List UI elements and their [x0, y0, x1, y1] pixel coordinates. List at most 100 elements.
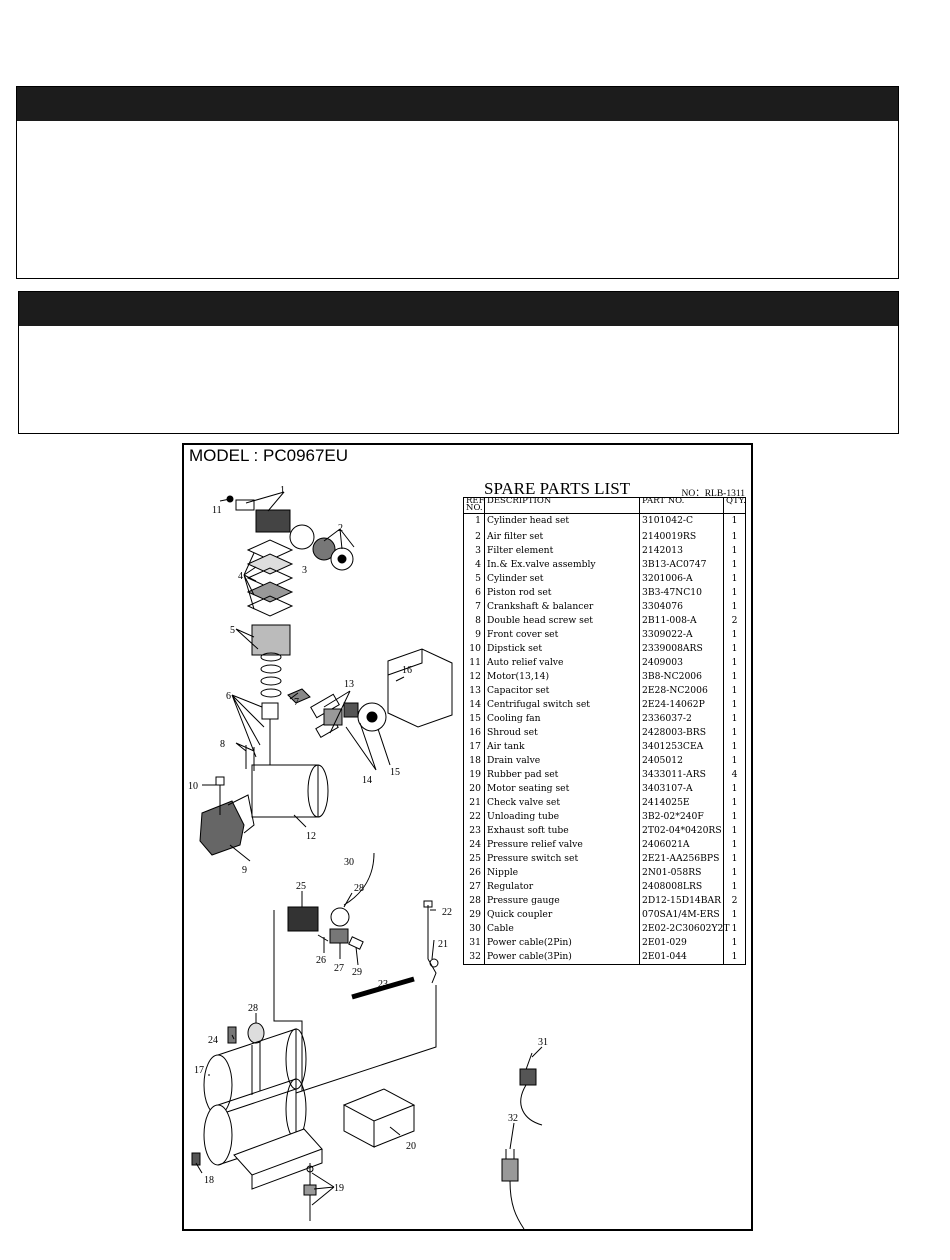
cell-description: Pressure gauge: [484, 894, 640, 908]
cell-part-no: 2428003-BRS: [639, 726, 724, 740]
cell-part-no: 2D12-15D14BAR: [639, 894, 724, 908]
callout-2: 2: [338, 523, 343, 534]
cell-part-no: 2409003: [639, 656, 724, 670]
callout-25: 25: [296, 881, 306, 892]
cell-ref: 17: [463, 740, 485, 754]
air-filter-shape: [289, 524, 315, 550]
pressure-switch-shape: [287, 906, 319, 932]
cell-ref: 16: [463, 726, 485, 740]
cell-ref: 24: [463, 838, 485, 852]
cell-qty: 1: [723, 670, 746, 684]
cell-part-no: 3433011-ARS: [639, 768, 724, 782]
cell-part-no: 2E01-044: [639, 950, 724, 965]
cell-ref: 3: [463, 544, 485, 558]
cell-part-no: 3304076: [639, 600, 724, 614]
callout-13: 13: [344, 679, 354, 690]
cell-description: Cylinder head set: [484, 513, 640, 528]
callout-10: 10: [188, 781, 198, 792]
callout-12: 12: [306, 831, 316, 842]
cell-description: Cooling fan: [484, 712, 640, 726]
callout-20: 20: [406, 1141, 416, 1152]
cell-description: Auto relief valve: [484, 656, 640, 670]
cell-part-no: 070SA1/4M-ERS: [639, 908, 724, 922]
header-qty: QTY.: [723, 497, 746, 514]
header-part-no: PART NO.: [639, 497, 724, 514]
cell-qty: 1: [723, 684, 746, 698]
cell-qty: 1: [723, 950, 746, 965]
shroud-shape: [387, 648, 453, 728]
callout-29: 29: [352, 967, 362, 978]
cylinder-shape: [251, 624, 291, 656]
callout-7: 7: [294, 697, 299, 708]
callout-4: 4: [238, 571, 243, 582]
cell-description: Filter element: [484, 544, 640, 558]
cell-qty: 1: [723, 628, 746, 642]
cell-description: Piston rod set: [484, 586, 640, 600]
cell-part-no: 2E21-AA256BPS: [639, 852, 724, 866]
cell-description: Double head screw set: [484, 614, 640, 628]
cell-qty: 1: [723, 513, 746, 528]
cell-description: Regulator: [484, 880, 640, 894]
cell-description: Cable: [484, 922, 640, 936]
cell-ref: 19: [463, 768, 485, 782]
cell-qty: 1: [723, 824, 746, 838]
callout-1: 1: [280, 485, 285, 496]
cell-qty: 1: [723, 656, 746, 670]
cell-description: Rubber pad set: [484, 768, 640, 782]
cell-part-no: 2E02-2C30602Y2T: [639, 922, 730, 936]
cell-ref: 20: [463, 782, 485, 796]
cell-qty: 1: [723, 586, 746, 600]
cell-description: In.& Ex.valve assembly: [484, 558, 640, 572]
callout-28b: 28: [248, 1003, 258, 1014]
cell-part-no: 3201006-A: [639, 572, 724, 586]
cell-ref: 30: [463, 922, 485, 936]
cell-ref: 18: [463, 754, 485, 768]
cell-ref: 28: [463, 894, 485, 908]
callout-22: 22: [442, 907, 452, 918]
callout-32: 32: [508, 1113, 518, 1124]
front-cover-shape: [199, 800, 245, 856]
callout-27: 27: [334, 963, 344, 974]
cell-description: Cylinder set: [484, 572, 640, 586]
cell-part-no: 2140019RS: [639, 528, 724, 544]
cell-description: Shroud set: [484, 726, 640, 740]
cell-qty: 2: [723, 894, 746, 908]
cell-part-no: 2B11-008-A: [639, 614, 724, 628]
cell-ref: 23: [463, 824, 485, 838]
cell-description: Unloading tube: [484, 810, 640, 824]
cell-part-no: 2N01-058RS: [639, 866, 724, 880]
cell-part-no: 3401253CEA: [639, 740, 724, 754]
callout-5: 5: [230, 625, 235, 636]
cell-qty: 1: [723, 558, 746, 572]
cell-ref: 12: [463, 670, 485, 684]
cell-ref: 5: [463, 572, 485, 586]
cell-qty: 1: [723, 642, 746, 656]
cell-qty: 1: [723, 600, 746, 614]
cell-qty: 1: [723, 866, 746, 880]
cell-qty: 1: [723, 908, 746, 922]
callout-30: 30: [344, 857, 354, 868]
cell-part-no: 3403107-A: [639, 782, 724, 796]
callout-8: 8: [220, 739, 225, 750]
cell-part-no: 3B3-47NC10: [639, 586, 724, 600]
cell-description: Drain valve: [484, 754, 640, 768]
cell-part-no: 2336037-2: [639, 712, 724, 726]
cell-ref: 7: [463, 600, 485, 614]
cell-part-no: 2142013: [639, 544, 724, 558]
cell-part-no: 2339008ARS: [639, 642, 724, 656]
